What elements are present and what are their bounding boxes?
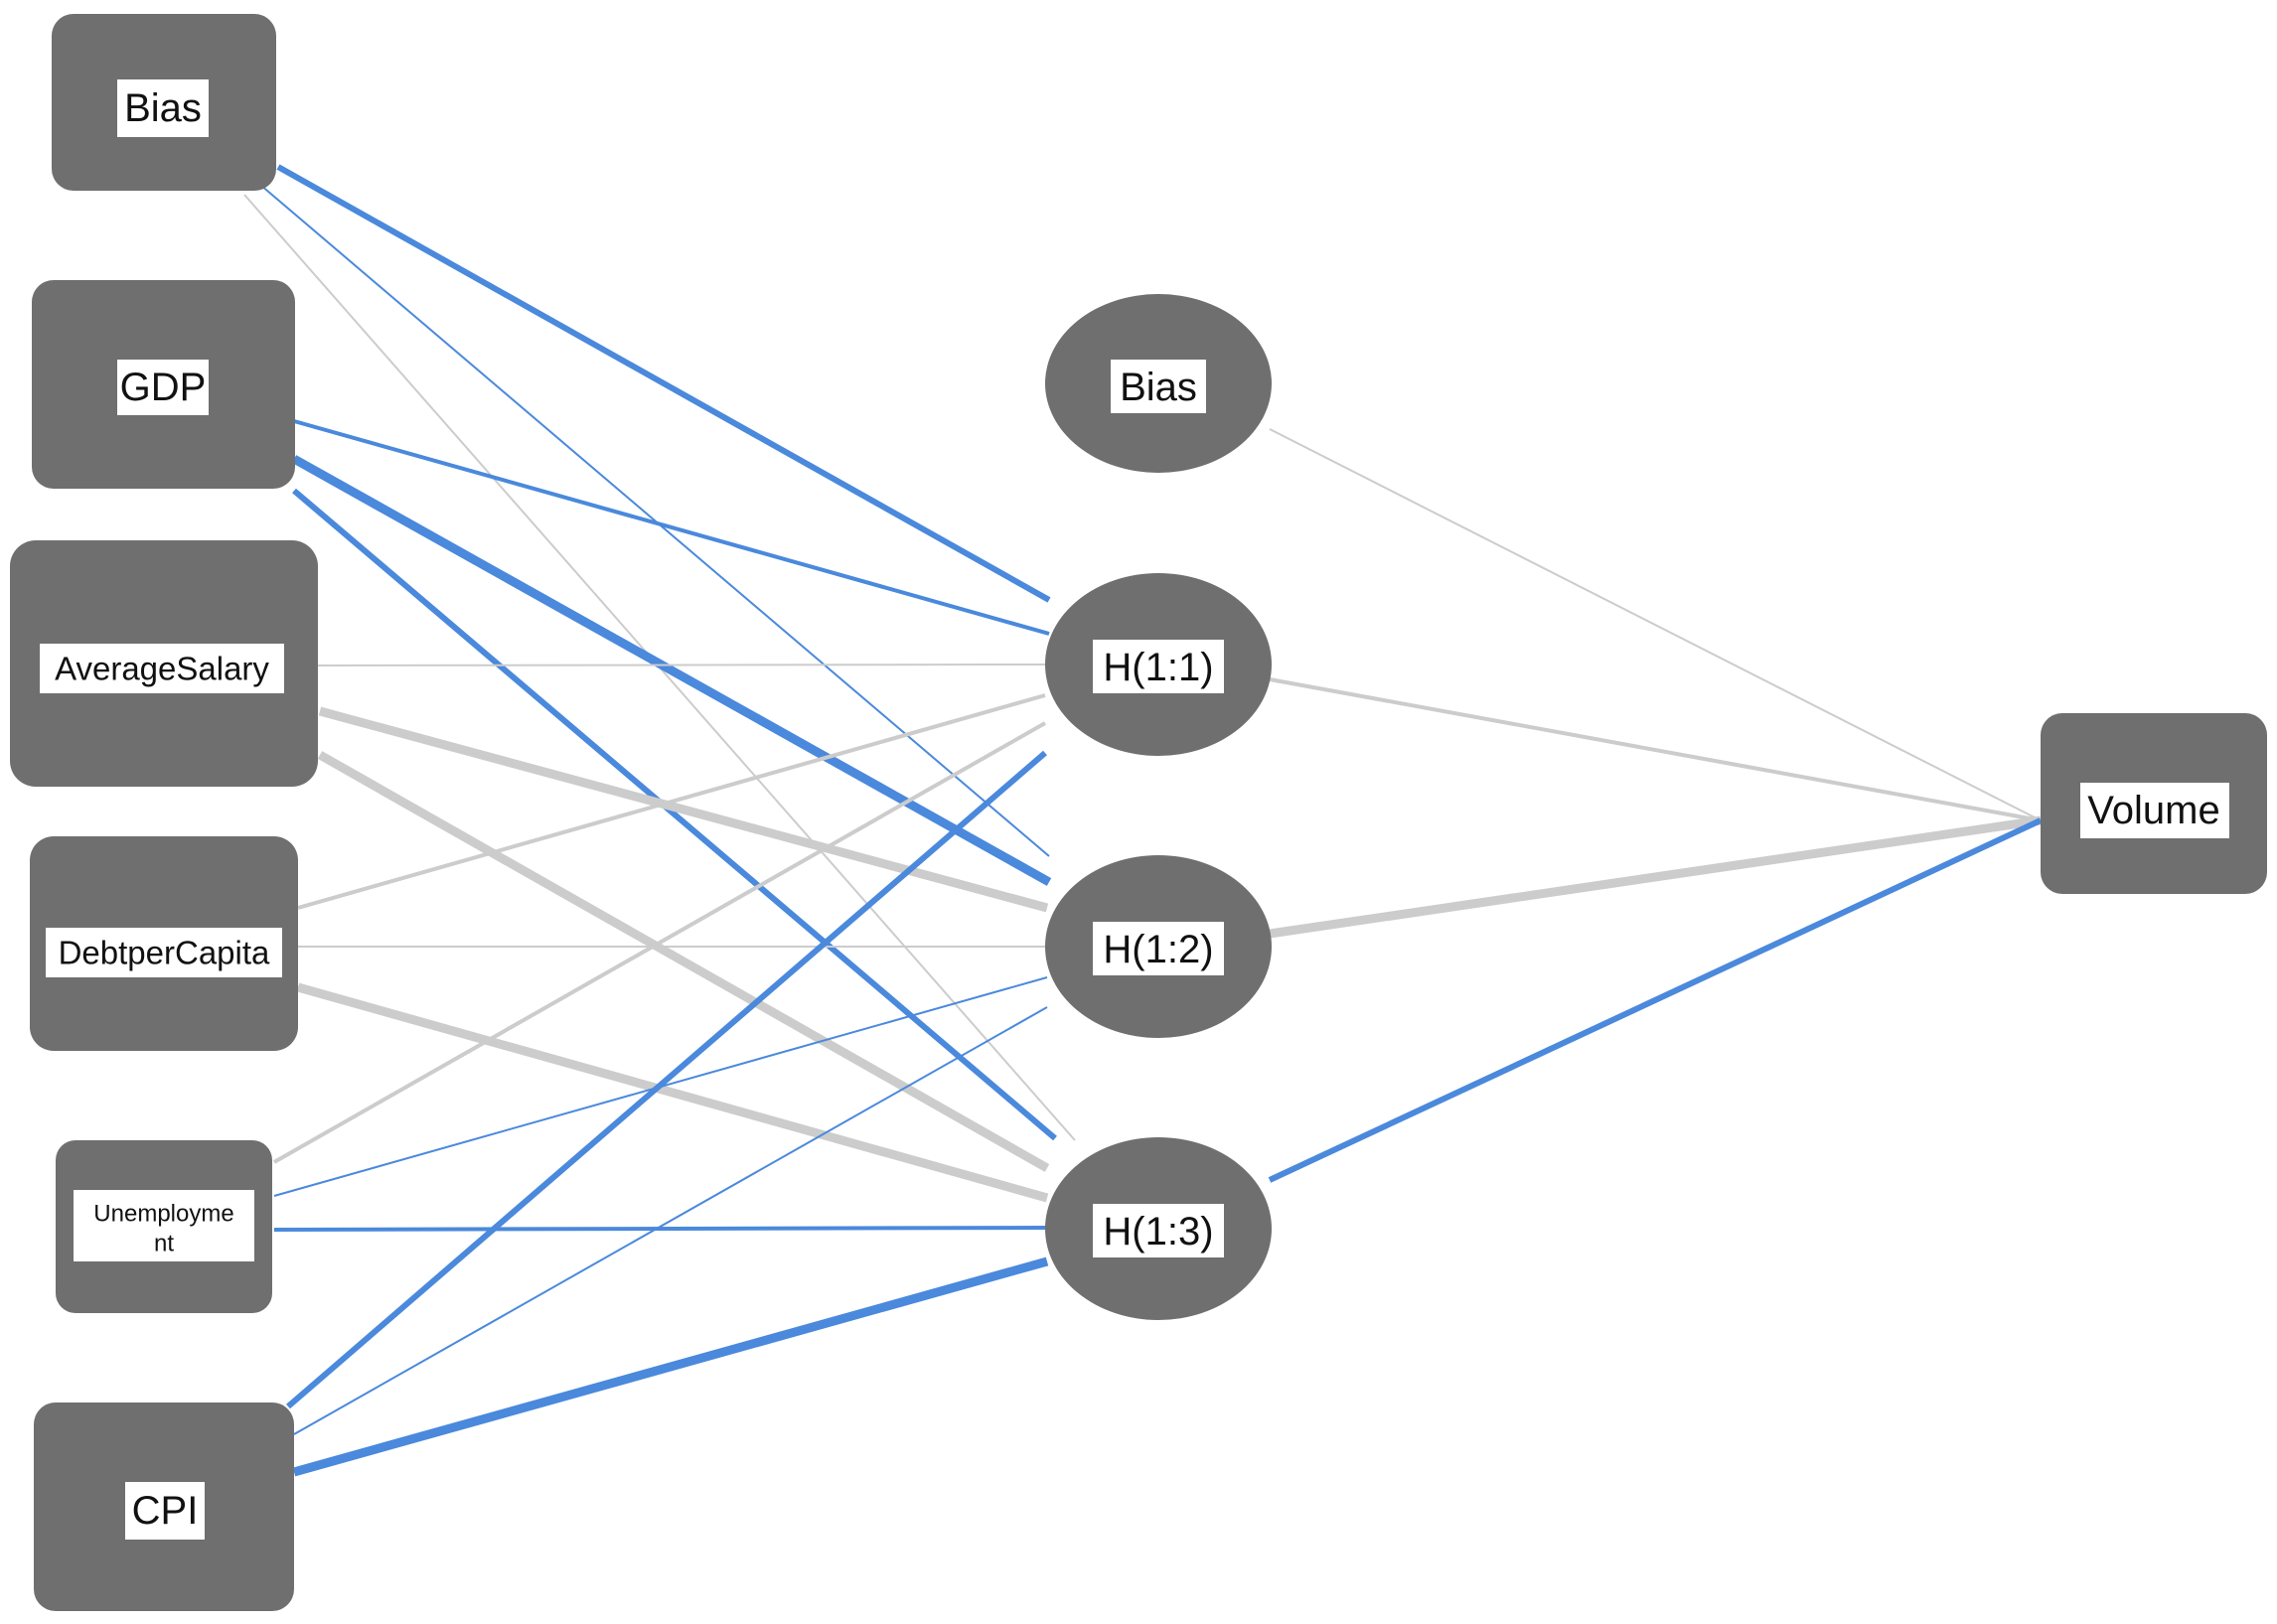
input-node-debt-per-capita: DebtperCapita <box>30 836 298 1051</box>
input-node-gdp: GDP <box>32 280 295 489</box>
edge-in_cpi-to-h3 <box>292 1256 1049 1477</box>
input-node-average-salary: AverageSalary <box>10 540 318 787</box>
hidden-node-bias: Bias <box>1045 294 1272 473</box>
input-node-average-salary-label: AverageSalary <box>55 651 269 687</box>
edge-in_avg_salary-to-h2 <box>318 706 1049 913</box>
input-node-bias: Bias <box>52 14 276 191</box>
input-node-unemployment: Unemployme nt <box>56 1140 272 1313</box>
hidden-node-h13-label: H(1:3) <box>1103 1210 1213 1254</box>
edge-in_unemployment-to-h1 <box>273 721 1046 1164</box>
synaptic-weights <box>243 164 2043 1477</box>
edge-in_gdp-to-h3 <box>292 488 1057 1141</box>
edge-in_bias-to-h2 <box>259 184 1050 857</box>
edge-hid_bias-to-out_volume <box>1269 428 2042 821</box>
edge-in_cpi-to-h1 <box>286 750 1047 1409</box>
edge-in_gdp-to-h2 <box>291 455 1052 886</box>
input-node-cpi: CPI <box>34 1403 294 1611</box>
output-node-volume-label: Volume <box>2087 789 2219 832</box>
edge-in_bias-to-h1 <box>276 164 1051 603</box>
input-layer: Bias GDP AverageSalary DebtperCapita Une… <box>10 14 318 1611</box>
output-node-volume: Volume <box>2041 713 2267 894</box>
input-node-unemployment-label-line2: nt <box>154 1231 174 1257</box>
hidden-node-h12: H(1:2) <box>1045 855 1272 1038</box>
hidden-node-bias-label: Bias <box>1120 366 1197 409</box>
edge-in_avg_salary-to-h1 <box>317 664 1050 666</box>
hidden-layer: Bias H(1:1) H(1:2) H(1:3) <box>1045 294 1272 1320</box>
input-node-debt-per-capita-label: DebtperCapita <box>59 935 270 971</box>
edge-in_debt-to-h1 <box>297 693 1046 910</box>
edge-in_cpi-to-h2 <box>293 1006 1048 1435</box>
input-node-unemployment-label-line1: Unemployme <box>93 1201 233 1228</box>
input-node-cpi-label: CPI <box>132 1489 199 1533</box>
edge-h3-to-out_volume <box>1268 817 2043 1183</box>
input-node-gdp-label: GDP <box>120 366 207 409</box>
output-layer: Volume <box>2041 713 2267 894</box>
hidden-node-h11: H(1:1) <box>1045 573 1272 756</box>
edge-in_gdp-to-h1 <box>293 419 1050 636</box>
edge-h2-to-out_volume <box>1269 815 2042 939</box>
hidden-node-h13: H(1:3) <box>1045 1137 1272 1320</box>
input-node-bias-label: Bias <box>124 86 202 130</box>
edge-in_unemployment-to-h3 <box>273 1226 1048 1232</box>
edge-in_debt-to-h3 <box>296 982 1049 1203</box>
hidden-node-h11-label: H(1:1) <box>1103 646 1213 689</box>
edge-h1-to-out_volume <box>1269 677 2042 822</box>
hidden-node-h12-label: H(1:2) <box>1103 928 1213 971</box>
edge-in_avg_salary-to-h3 <box>317 751 1050 1172</box>
